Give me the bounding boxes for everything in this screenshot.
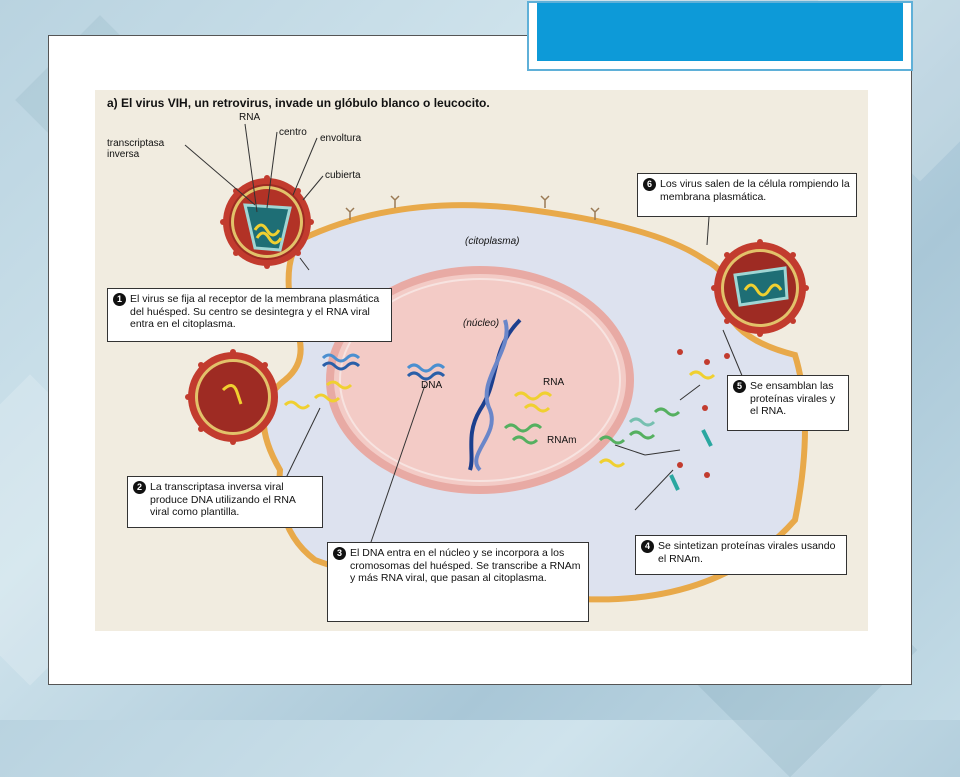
label-dna: DNA <box>421 380 443 391</box>
membrane-receptors <box>345 195 600 220</box>
label-cytoplasm: (citoplasma) <box>465 236 520 247</box>
label-mrna: RNAm <box>547 435 577 446</box>
step-text: La transcriptasa inversa viral produce D… <box>150 481 296 518</box>
step-4-callout: 4 Se sintetizan proteínas virales usando… <box>635 535 847 575</box>
hiv-virion-exiting <box>711 239 809 337</box>
nucleus <box>326 266 634 494</box>
step-number: 1 <box>113 293 126 306</box>
nuclear-envelope <box>339 278 621 482</box>
viral-protein-chains <box>669 429 713 491</box>
step-3-callout: 3 El DNA entra en el núcleo y se incorpo… <box>327 542 589 622</box>
reverse-transcription <box>283 353 361 410</box>
step-number: 4 <box>641 540 654 553</box>
label-capsid: cubierta <box>325 170 361 181</box>
step-1-callout: 1 El virus se fija al receptor de la mem… <box>107 288 392 342</box>
translation-area <box>598 370 716 468</box>
step-5-callout: 5 Se ensamblan las proteínas virales y e… <box>727 375 849 431</box>
label-reverse-transcriptase: transcriptasa inversa <box>107 138 165 160</box>
flow-arrows <box>614 384 701 456</box>
step-number: 3 <box>333 547 346 560</box>
step-number: 6 <box>643 178 656 191</box>
step-number: 2 <box>133 481 146 494</box>
step-6-callout: 6 Los virus salen de la célula rompiendo… <box>637 173 857 217</box>
mrna-nucleus <box>503 423 543 433</box>
step-text: Los virus salen de la célula rompiendo l… <box>660 178 850 203</box>
step-number: 5 <box>733 380 746 393</box>
viral-rna-nucleus <box>513 391 553 401</box>
viral-proteins <box>677 349 730 478</box>
viral-dna <box>406 363 446 381</box>
hiv-virion-entering <box>185 349 278 445</box>
step-text: Se sintetizan proteínas virales usando e… <box>658 540 836 565</box>
chromosome-helix <box>468 318 522 472</box>
step-text: El virus se fija al receptor de la membr… <box>130 293 380 330</box>
hiv-diagram: a) El virus VIH, un retrovirus, invade u… <box>95 90 868 631</box>
title-accent-bar <box>537 3 903 61</box>
label-rna-nucleus: RNA <box>543 377 565 388</box>
step-text: Se ensamblan las proteínas virales y el … <box>750 380 836 417</box>
figure-title: a) El virus VIH, un retrovirus, invade u… <box>107 96 490 110</box>
label-envelope: envoltura <box>320 133 362 144</box>
label-core: centro <box>279 127 307 138</box>
step-2-callout: 2 La transcriptasa inversa viral produce… <box>127 476 323 528</box>
step-text: El DNA entra en el núcleo y se incorpora… <box>350 547 581 584</box>
hiv-virion-attaching <box>220 175 314 269</box>
label-rna: RNA <box>239 112 261 123</box>
label-nucleus: (núcleo) <box>463 318 500 329</box>
label-leader-lines <box>184 123 744 546</box>
diagram-illustration <box>184 123 809 603</box>
slide-title-placeholder[interactable] <box>527 1 913 71</box>
